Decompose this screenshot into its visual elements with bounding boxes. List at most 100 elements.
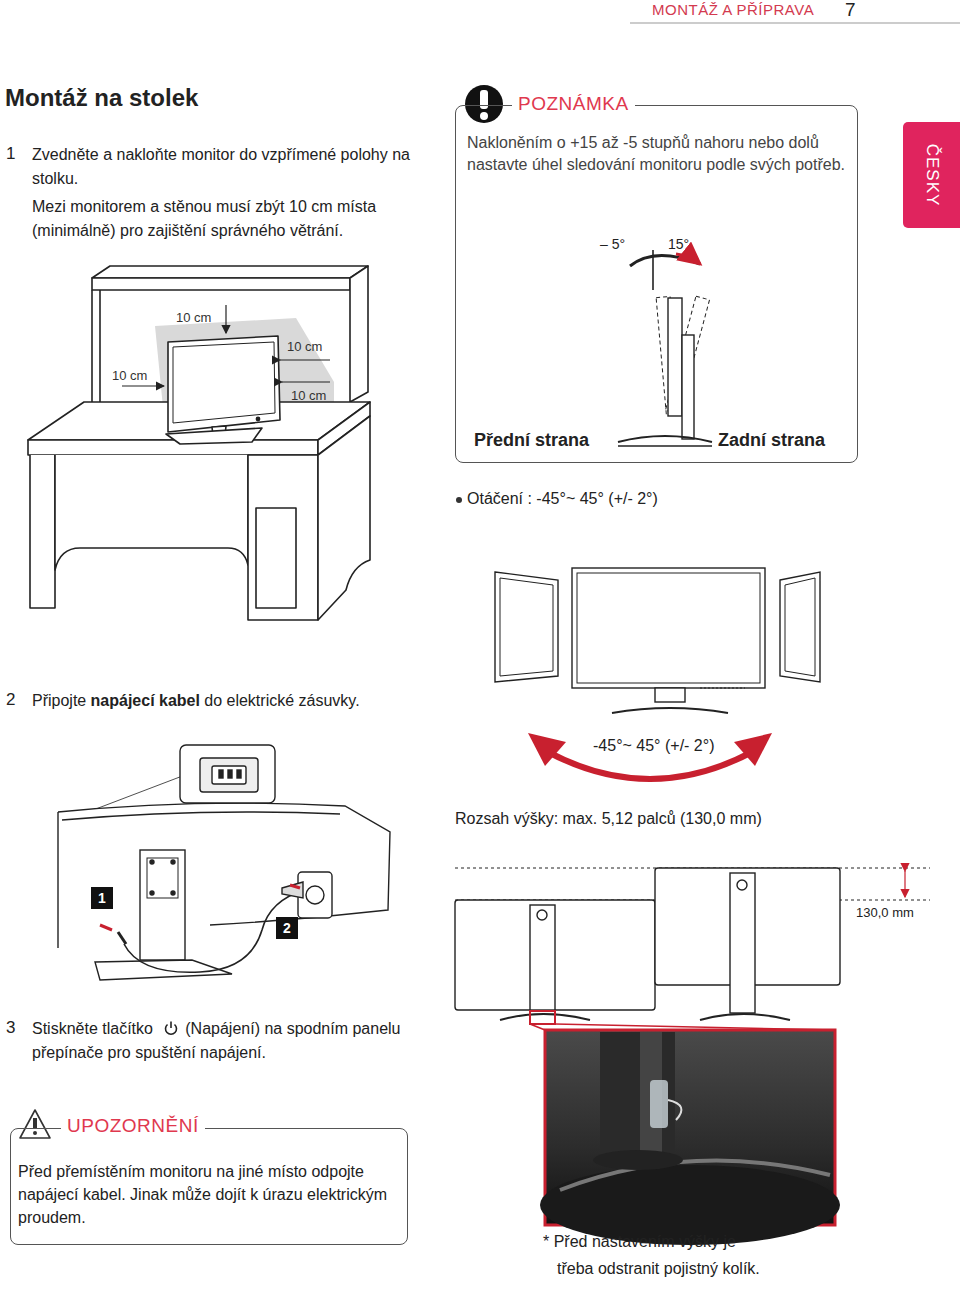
power-cable-figure-part: [237, 770, 241, 778]
note-box: POZNÁMKANakloněním o +15 až -5 stupňů na…: [455, 105, 858, 463]
power-cable-figure: [58, 745, 390, 980]
power-icon: [163, 1020, 179, 1036]
swivel-figure-part: [500, 578, 553, 676]
power-cable-figure-part: [282, 882, 303, 898]
power-cable-figure-part: [100, 925, 112, 930]
caution-icon-part: [33, 1131, 37, 1135]
dimension: 10 cm: [287, 339, 322, 354]
height-figure-part: [737, 880, 747, 890]
power-cable-figure-part: [140, 850, 185, 960]
desk-illustration-part: [173, 342, 275, 423]
swivel-figure-part: [572, 568, 765, 688]
running-header: MONTÁŽ A PŘÍPRAVA: [652, 1, 814, 18]
desk-illustration-part: [99, 290, 101, 402]
step-number: 1: [6, 144, 15, 164]
bullet: [456, 497, 462, 503]
pin-photo-part: [530, 1024, 545, 1030]
power-cable-figure-part: [171, 891, 175, 895]
swivel-figure-part: [655, 688, 685, 702]
pin-photo-part: [593, 1150, 683, 1170]
step-paragraph: Stiskněte tlačítko(Napájení) na spodním …: [32, 1017, 402, 1065]
angle-label: 15°: [668, 236, 689, 252]
desk-illustration-part: [282, 381, 330, 382]
page-title: Montáž na stolek: [5, 84, 198, 112]
callout-number: 2: [276, 917, 298, 939]
caution-heading: UPOZORNĚNÍ: [61, 1115, 205, 1137]
swivel-figure: [495, 568, 820, 713]
desk-illustration: [28, 266, 370, 620]
swivel-figure-part: [495, 572, 558, 682]
power-cable-figure-part: [62, 812, 340, 820]
tilt-figure-part: [676, 254, 700, 264]
desk-illustration-part: [318, 416, 370, 620]
height-figure-part: [700, 1014, 790, 1020]
desk-illustration-part: [280, 359, 330, 360]
pin-photo-part: [668, 1100, 681, 1120]
language-tab: ČESKY: [903, 122, 960, 228]
power-cable-figure-part: [124, 890, 305, 972]
note-heading: POZNÁMKA: [512, 93, 635, 115]
header-rule: [630, 23, 960, 24]
dimension: 10 cm: [176, 310, 211, 325]
pin-photo-part: [600, 1032, 675, 1160]
desk-illustration-part: [92, 266, 368, 278]
side-label: Přední strana: [474, 430, 589, 451]
caution-icon-part: [20, 1110, 50, 1138]
power-cable-figure-part: [150, 860, 154, 864]
height-figure-part: [904, 871, 905, 897]
caution-box: UPOZORNĚNÍPřed přemístěním monitoru na j…: [10, 1128, 408, 1245]
desk-illustration-part: [168, 336, 280, 432]
header-rule-part: [630, 23, 960, 24]
desk-illustration-part: [28, 440, 318, 455]
step-text: do elektrické zásuvky.: [204, 692, 359, 709]
power-cable-figure-part: [200, 758, 258, 792]
note-icon: [465, 85, 503, 123]
note-icon-part: [465, 85, 503, 123]
dimension: 10 cm: [112, 368, 147, 383]
height-figure-part: [537, 910, 547, 920]
dimension: 10 cm: [291, 388, 326, 403]
desk-illustration-part: [122, 385, 164, 386]
desk-illustration-part: [92, 278, 350, 290]
footnote: * Před nastavením výšky je třeba odstran…: [543, 1228, 762, 1282]
power-cable-figure-part: [150, 891, 154, 895]
desk-illustration-part: [225, 305, 226, 333]
power-cable-figure-part: [228, 770, 232, 778]
callout-box: 1: [91, 887, 113, 909]
spec-text: Otáčení : -45°~ 45° (+/- 2°): [467, 490, 658, 508]
callout-number: 1: [91, 887, 113, 909]
swivel-figure-part: [612, 708, 728, 713]
power-cable-figure-part: [180, 745, 275, 803]
desk-illustration-part: [30, 455, 55, 608]
caution-text: Před přemístěním monitoru na jiné místo …: [18, 1160, 403, 1229]
swivel-figure-part: [700, 688, 745, 689]
power-cable-figure-part: [290, 885, 300, 888]
language-tab-text: ČESKY: [922, 144, 942, 207]
spec-text: Rozsah výšky: max. 5,12 palců (130,0 mm): [455, 810, 762, 828]
side-label: Zadní strana: [718, 430, 825, 451]
callout-box: 2: [276, 917, 298, 939]
step-paragraph: Připojtenapájecí kabeldo elektrické zásu…: [32, 689, 452, 713]
power-cable-figure-part: [306, 886, 324, 904]
note-text: Nakloněním o +15 až -5 stupňů nahoru neb…: [467, 132, 852, 176]
caution-icon: [20, 1110, 50, 1138]
page-number: 7: [845, 0, 856, 21]
step-text: Připojte: [32, 692, 86, 709]
desk-illustration-part: [91, 290, 93, 402]
step-text: Zvedněte a nakloňte monitor do vzpřímené…: [32, 143, 417, 191]
dimension: 130,0 mm: [856, 905, 914, 920]
step-number: 3: [6, 1018, 15, 1038]
step-number: 2: [6, 690, 15, 710]
power-icon-bar: [170, 1022, 172, 1029]
angle-label: – 5°: [600, 236, 625, 252]
desk-illustration-part: [248, 455, 318, 620]
desk-illustration-part: [256, 508, 296, 608]
swivel-arrow-part: [548, 752, 752, 779]
desk-illustration-part: [256, 417, 259, 420]
swivel-arrow: [528, 733, 772, 779]
pin-photo: [530, 1011, 840, 1245]
height-figure-part: [730, 873, 755, 1013]
swivel-arrow-part: [734, 733, 772, 766]
